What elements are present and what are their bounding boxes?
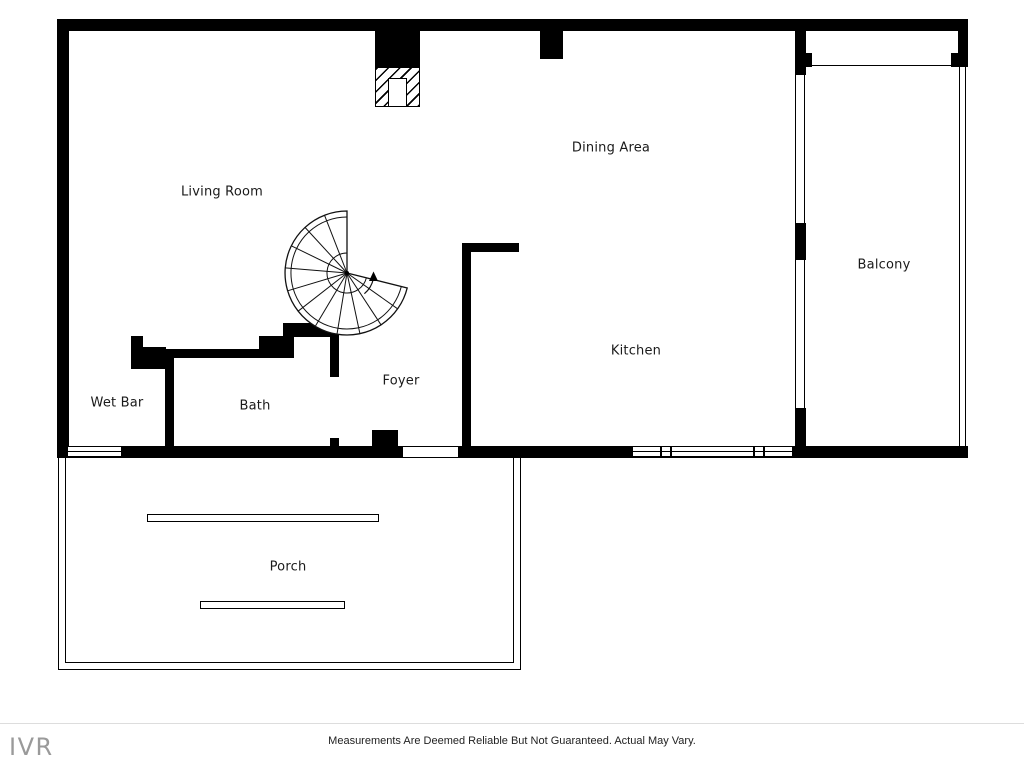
wall-top <box>57 19 968 31</box>
footer-divider <box>0 723 1024 724</box>
stair-up-arrow-icon <box>369 271 378 281</box>
porch-step <box>200 601 345 609</box>
balcony-rail-top <box>806 65 958 66</box>
wall-balcony-tab-left <box>806 53 812 67</box>
room-label-living-room: Living Room <box>180 184 264 200</box>
foyer-closet-block <box>372 430 398 447</box>
disclaimer-text: Measurements Are Deemed Reliable But Not… <box>328 735 696 747</box>
wall-left <box>57 19 69 458</box>
wall-foyer-stub <box>330 438 339 447</box>
wall-balcony-divider-bottom <box>795 408 806 447</box>
porch-outline-inner <box>65 450 514 663</box>
room-label-foyer: Foyer <box>382 373 420 389</box>
wall-balcony-divider-top <box>795 31 806 75</box>
room-label-porch: Porch <box>269 559 307 575</box>
fireplace-chimney-wall <box>375 31 420 67</box>
spiral-staircase <box>284 210 408 336</box>
wall-balcony-tab-right <box>951 53 958 67</box>
porch-step <box>147 514 379 522</box>
room-label-balcony: Balcony <box>857 257 911 273</box>
wall-bottom <box>57 446 968 458</box>
wall-kitchen-left <box>462 243 471 446</box>
room-label-kitchen: Kitchen <box>610 343 662 359</box>
wall-bath-divider <box>165 349 174 446</box>
wall-right-corner <box>958 19 968 67</box>
room-label-wet-bar: Wet Bar <box>90 395 144 411</box>
wall-kitchen-top <box>462 243 519 252</box>
window-kitchen <box>632 446 793 457</box>
window-wet-bar <box>67 446 122 457</box>
balcony-rail-right-outer <box>965 65 966 447</box>
wall-balcony-divider-mid <box>795 223 806 260</box>
watermark-logo: IVR <box>9 733 54 761</box>
wall-bath-jog <box>259 336 294 350</box>
wall-bath-top-low <box>165 349 294 358</box>
porch-doorway-opening <box>403 446 458 458</box>
wall-wetbar-horizontal <box>131 347 166 369</box>
fireplace-firebox <box>388 78 407 107</box>
wall-foyer-left <box>330 323 339 377</box>
room-label-bath: Bath <box>239 398 271 414</box>
wall-stub-dining <box>540 31 563 59</box>
balcony-rail-right-inner <box>959 65 960 447</box>
room-label-dining-area: Dining Area <box>571 140 651 156</box>
